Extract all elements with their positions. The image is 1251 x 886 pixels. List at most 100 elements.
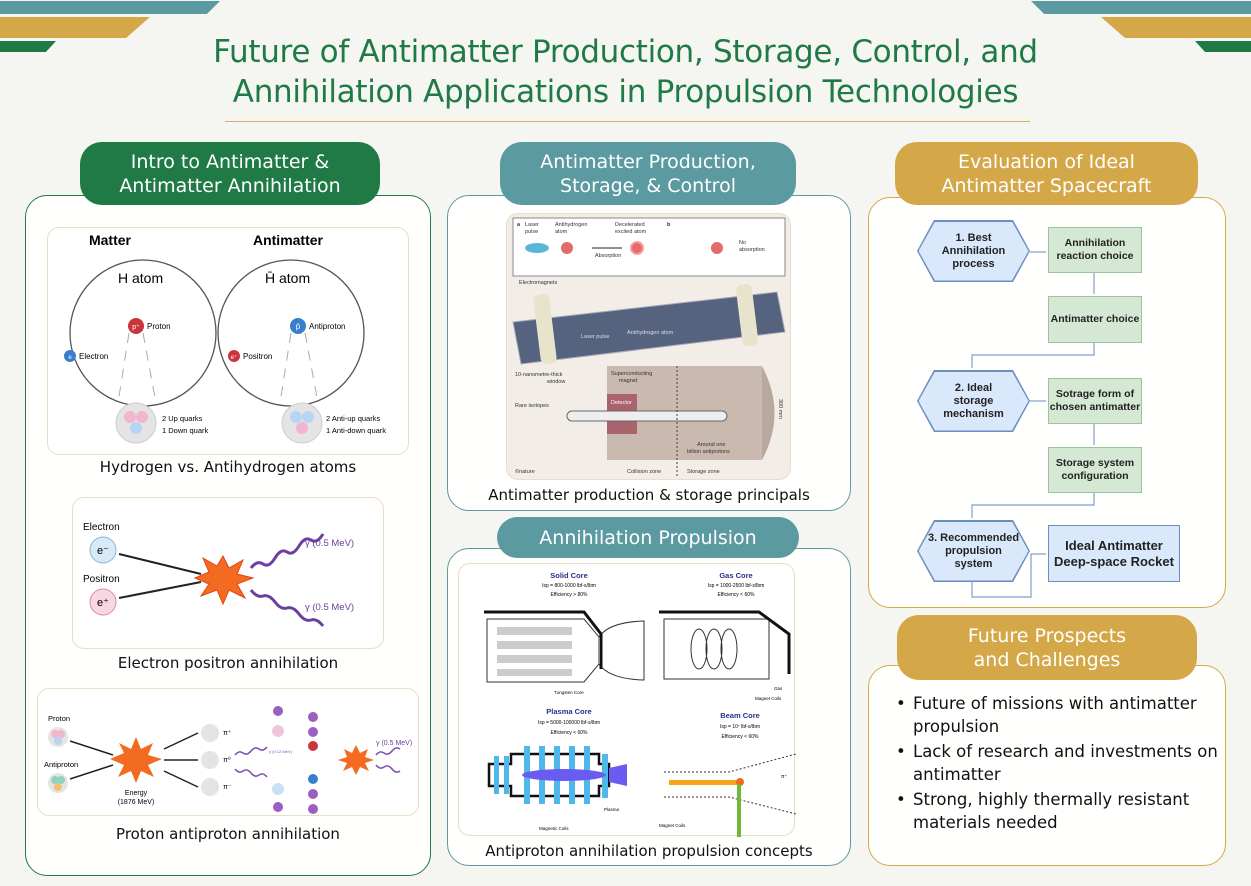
label-window1: 10-nanometre-thick bbox=[515, 372, 563, 378]
antiproton-icon bbox=[290, 318, 306, 334]
antiproton-label: Antiproton bbox=[309, 322, 345, 331]
future-header-line-2: and Challenges bbox=[973, 648, 1121, 671]
electron-title: Electron bbox=[83, 522, 120, 533]
explosion-icon bbox=[193, 554, 255, 606]
stripe-green-right bbox=[1195, 41, 1251, 52]
box-antimatter-choice: Antimatter choice bbox=[1048, 296, 1142, 343]
electron-annihilation-diagram: Electron e⁻ Positron e⁺ γ (0.5 MeV) γ (0… bbox=[83, 522, 354, 627]
box-annihilation-reaction: Annihilation reaction choice bbox=[1048, 227, 1142, 273]
future-header-line-1: Future Prospects bbox=[967, 624, 1127, 647]
label-electromagnets: Electromagnets bbox=[519, 280, 557, 286]
beam-core-isp: Isp = 10⁷ lbf-s/lbm bbox=[720, 724, 760, 730]
gas-core-isp: Isp = 1000-2500 lbf-s/lbm bbox=[708, 583, 765, 589]
label-b: b bbox=[667, 222, 671, 228]
stripe-teal-left bbox=[0, 1, 220, 14]
box-storage-config: Storage system configuration bbox=[1048, 447, 1142, 493]
hydrogen-caption: Hydrogen vs. Antihydrogen atoms bbox=[99, 458, 357, 476]
propulsion-figure: Solid Core Isp = 800-1000 lbf-s/lbm Effi… bbox=[458, 563, 797, 837]
label-antihydrogen-atom: Antihydrogen atom bbox=[627, 330, 674, 336]
production-diagram: a Laser pulse Antihydrogen atom Decelera… bbox=[512, 217, 786, 476]
intro-header-line-1: Intro to Antimatter & bbox=[130, 150, 330, 173]
step-2-label: 2. Ideal storage mechanism bbox=[943, 381, 1004, 420]
production-header: Antimatter Production,Storage, & Control bbox=[500, 142, 796, 205]
plasma-core-isp: Isp = 5000-100000 lbf-s/lbm bbox=[538, 720, 600, 726]
plasma-core-name: Plasma Core bbox=[546, 707, 591, 716]
evaluation-header-line-1: Evaluation of Ideal bbox=[958, 150, 1135, 173]
electron-icon bbox=[64, 350, 76, 362]
positron-label: Positron bbox=[243, 352, 272, 361]
intro-header-line-2: Antimatter Annihilation bbox=[119, 174, 341, 197]
antih-atom-label: H̄ atom bbox=[265, 270, 310, 286]
trap-cylinder bbox=[512, 291, 786, 365]
label-absorption: Absorption bbox=[595, 253, 621, 259]
proton-annihilation-diagram: Proton Antiproton Energy (1876 MeV) π⁺ π… bbox=[44, 706, 412, 814]
beam-magnet-coils-label: Magnet Coils bbox=[659, 823, 686, 828]
gamma-label-bottom: γ (0.5 MeV) bbox=[305, 602, 354, 613]
label-antihydrogen: Antihydrogen bbox=[555, 222, 587, 228]
label-window2: window bbox=[546, 379, 565, 385]
antimatter-quarks-line-1: 2 Anti-up quarks bbox=[326, 414, 380, 423]
intro-header: Intro to Antimatter &Antimatter Annihila… bbox=[80, 142, 380, 205]
box-storage-form: Sotrage form of chosen antimatter bbox=[1048, 378, 1142, 424]
gamma-wave-bottom bbox=[249, 589, 325, 627]
positron-title: Positron bbox=[83, 574, 120, 585]
solid-core-isp: Isp = 800-1000 lbf-s/lbm bbox=[542, 583, 596, 589]
explosion-icon-small bbox=[338, 745, 374, 775]
box-ideal-rocket: Ideal Antimatter Deep-space Rocket bbox=[1048, 525, 1180, 582]
step-2-hexagon: 2. Ideal storage mechanism bbox=[917, 370, 1030, 432]
gamma-pion-label: γ (0.12 MeV) bbox=[269, 749, 293, 754]
explosion-icon bbox=[110, 737, 162, 783]
step-3-label: 3. Recommended propulsion system bbox=[927, 531, 1020, 570]
propulsion-header: Annihilation Propulsion bbox=[497, 517, 799, 558]
electron-symbol: e bbox=[68, 355, 72, 361]
proton-label: Proton bbox=[147, 322, 171, 331]
propulsion-header-text: Annihilation Propulsion bbox=[539, 526, 757, 549]
proton-icon bbox=[128, 318, 144, 334]
proton-symbol: p⁺ bbox=[132, 324, 140, 331]
production-header-line-2: Storage, & Control bbox=[560, 174, 736, 197]
gas-core-chamber bbox=[663, 618, 770, 680]
flowchart-connectors bbox=[971, 251, 1095, 598]
label-pulse: pulse bbox=[525, 229, 538, 235]
future-bullet: Future of missions with antimatter propu… bbox=[893, 692, 1218, 738]
future-bullet: Lack of research and investments on anti… bbox=[893, 740, 1218, 786]
label-decel2: excited atom bbox=[615, 229, 647, 235]
hydrogen-figure: Matter Antimatter H atom H̄ atom p⁺ Prot… bbox=[47, 227, 409, 455]
gas-label: Gas bbox=[774, 686, 783, 691]
production-figure: a Laser pulse Antihydrogen atom Decelera… bbox=[506, 213, 791, 480]
hydrogen-diagram: Matter Antimatter H atom H̄ atom p⁺ Prot… bbox=[64, 232, 386, 444]
beam-core-nozzle bbox=[664, 753, 797, 815]
label-rare-isotopes: Rare isotopes bbox=[515, 403, 549, 409]
label-credit: ©nature bbox=[515, 468, 535, 475]
stripe-teal-right bbox=[1031, 1, 1251, 14]
pion-plus: π⁺ bbox=[223, 730, 232, 737]
gamma-label-top: γ (0.5 MeV) bbox=[305, 538, 354, 549]
electron-label: Electron bbox=[79, 352, 108, 361]
proton-annihilation-figure: Proton Antiproton Energy (1876 MeV) π⁺ π… bbox=[37, 688, 419, 816]
inset-ab bbox=[512, 217, 786, 277]
positron-particle-icon bbox=[89, 588, 117, 616]
electron-annihilation-figure: Electron e⁻ Positron e⁺ γ (0.5 MeV) γ (0… bbox=[72, 497, 384, 649]
tungsten-core-label: Tungsten Core bbox=[554, 690, 584, 695]
label-size: 300 mm bbox=[777, 399, 783, 419]
positron-symbol: e⁺ bbox=[231, 354, 238, 361]
gas-core-name: Gas Core bbox=[719, 571, 752, 580]
solid-core-efficiency: Efficiency > 80% bbox=[550, 592, 588, 598]
label-collision-zone: Collision zone bbox=[627, 469, 661, 475]
solid-core-name: Solid Core bbox=[550, 571, 588, 580]
label-no: No bbox=[739, 240, 746, 246]
plasma-core-efficiency: Efficiency < 60% bbox=[550, 730, 588, 736]
stripe-gold-right bbox=[1101, 17, 1251, 38]
electron-caption: Electron positron annihilation bbox=[117, 654, 339, 672]
production-caption: Antimatter production & storage principa… bbox=[488, 486, 810, 504]
title-divider bbox=[225, 121, 1030, 122]
title-line-2: Annihilation Applications in Propulsion … bbox=[232, 74, 1019, 110]
label-atom: atom bbox=[555, 229, 568, 235]
positron-icon bbox=[228, 350, 240, 362]
pion-minus: π⁻ bbox=[223, 784, 232, 791]
proton-caption: Proton antiproton annihilation bbox=[116, 825, 340, 843]
stripe-gold-left bbox=[0, 17, 150, 38]
matter-quarks-line-1: 2 Up quarks bbox=[162, 414, 203, 423]
antimatter-quarks-line-2: 1 Anti-down quark bbox=[326, 426, 386, 435]
label-no-absorption: absorption bbox=[739, 247, 765, 253]
